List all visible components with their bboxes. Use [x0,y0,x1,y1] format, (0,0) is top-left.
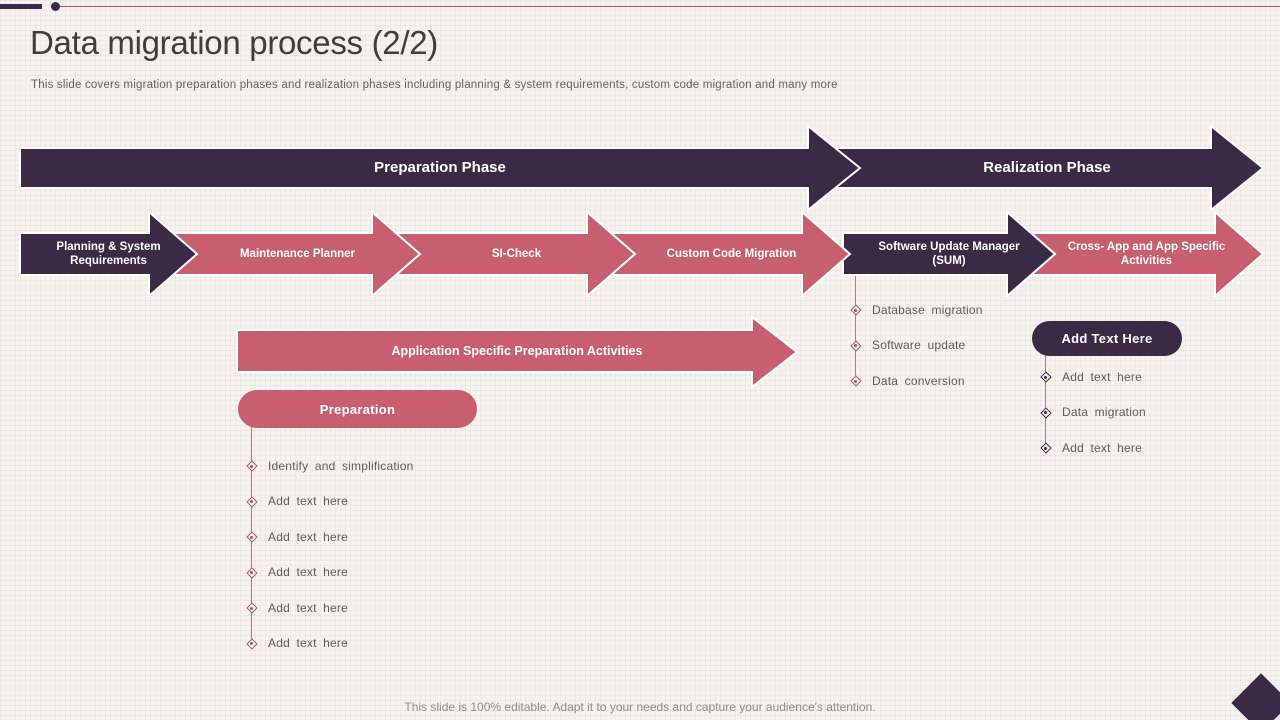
phase-arrow-realization: Realization Phase [812,123,1265,213]
diamond-bullet-icon [849,339,861,351]
list-item: Data migration [1039,395,1146,431]
step-label: Custom Code Migration [666,247,797,260]
list-item: Identify and simplification [245,448,413,484]
step-arrow-cross-app-activities: Cross- App and App Specific Activities [1029,209,1265,299]
step-label: Planning & System Requirements [56,240,161,267]
list-item: Software update [849,328,983,364]
list-item: Add text here [245,590,413,626]
footer-note: This slide is 100% editable. Adapt it to… [404,700,876,714]
bullet-list-preparation: Identify and simplification Add text her… [245,448,413,661]
step-label: Cross- App and App Specific Activities [1067,240,1226,267]
step-arrow-maintenance-planner: Maintenance Planner [174,209,422,299]
bullet-text: Database migration [872,302,983,317]
list-item: Add text here [245,519,413,555]
page-title: Data migration process (2/2) [30,24,438,61]
block-arrow-shape [842,209,1057,299]
diamond-bullet-icon [1039,406,1051,418]
step-label: Software Update Manager (SUM) [878,240,1020,267]
step-arrow-software-update-manager: Software Update Manager (SUM) [842,209,1057,299]
diamond-bullet-icon [849,304,861,316]
diamond-bullet-icon [1039,371,1051,383]
block-arrow-shape [174,209,422,299]
bullet-text: Add text here [1062,440,1142,455]
bullet-text: Add text here [268,636,348,651]
page-subtitle: This slide covers migration preparation … [31,79,838,91]
step-arrow-custom-code-migration: Custom Code Migration [612,209,852,299]
block-arrow-shape [19,123,862,213]
block-arrow-shape [19,209,199,299]
app-specific-arrow-label: Application Specific Preparation Activit… [391,344,643,359]
diamond-bullet-icon [245,495,257,507]
step-label: Maintenance Planner [239,247,356,260]
list-item: Database migration [849,292,983,328]
phase-label: Realization Phase [983,158,1111,176]
block-arrow-shape [612,209,852,299]
list-item: Add text here [1039,359,1146,395]
list-item: Add text here [245,626,413,662]
top-accent-dot [51,2,60,11]
top-accent-line [60,6,1280,7]
bullet-text: Software update [872,338,966,353]
block-arrow-shape [812,123,1265,213]
list-item: Add text here [245,555,413,591]
step-arrow-si-check: SI-Check [397,209,637,299]
block-arrow-shape [236,314,799,390]
list-item: Add text here [245,484,413,520]
diamond-bullet-icon [245,460,257,472]
phase-arrow-preparation: Preparation Phase [19,123,862,213]
bullet-text: Add text here [268,494,348,509]
block-arrow-shape [397,209,637,299]
phase-label: Preparation Phase [374,158,506,176]
bullet-list-add-text: Add text here Data migration Add text he… [1039,359,1146,466]
bullet-text: Add text here [268,529,348,544]
list-item: Data conversion [849,363,983,399]
diamond-bullet-icon [245,637,257,649]
bullet-text: Data migration [1062,405,1146,420]
top-accent-bar [0,4,42,9]
list-item: Add text here [1039,430,1146,466]
diamond-bullet-icon [1039,442,1051,454]
diamond-bullet-icon [849,375,861,387]
bullet-text: Add text here [268,565,348,580]
diamond-bullet-icon [245,602,257,614]
connector-line-sum [855,275,856,382]
connector-line-add-text [1045,355,1046,448]
bullet-text: Identify and simplification [268,458,414,473]
diamond-bullet-icon [245,566,257,578]
app-specific-preparation-arrow: Application Specific Preparation Activit… [236,314,799,390]
step-label: SI-Check [491,247,542,260]
diamond-bullet-icon [245,531,257,543]
bullet-text: Add text here [1062,369,1142,384]
block-arrow-shape [1029,209,1265,299]
preparation-pill: Preparation [238,390,477,428]
bullet-text: Add text here [268,600,348,615]
bullet-text: Data conversion [872,373,965,388]
add-text-pill: Add Text Here [1032,321,1182,356]
bullet-list-sum: Database migration Software update Data … [849,292,983,399]
step-arrow-planning-system-requirements: Planning & System Requirements [19,209,199,299]
